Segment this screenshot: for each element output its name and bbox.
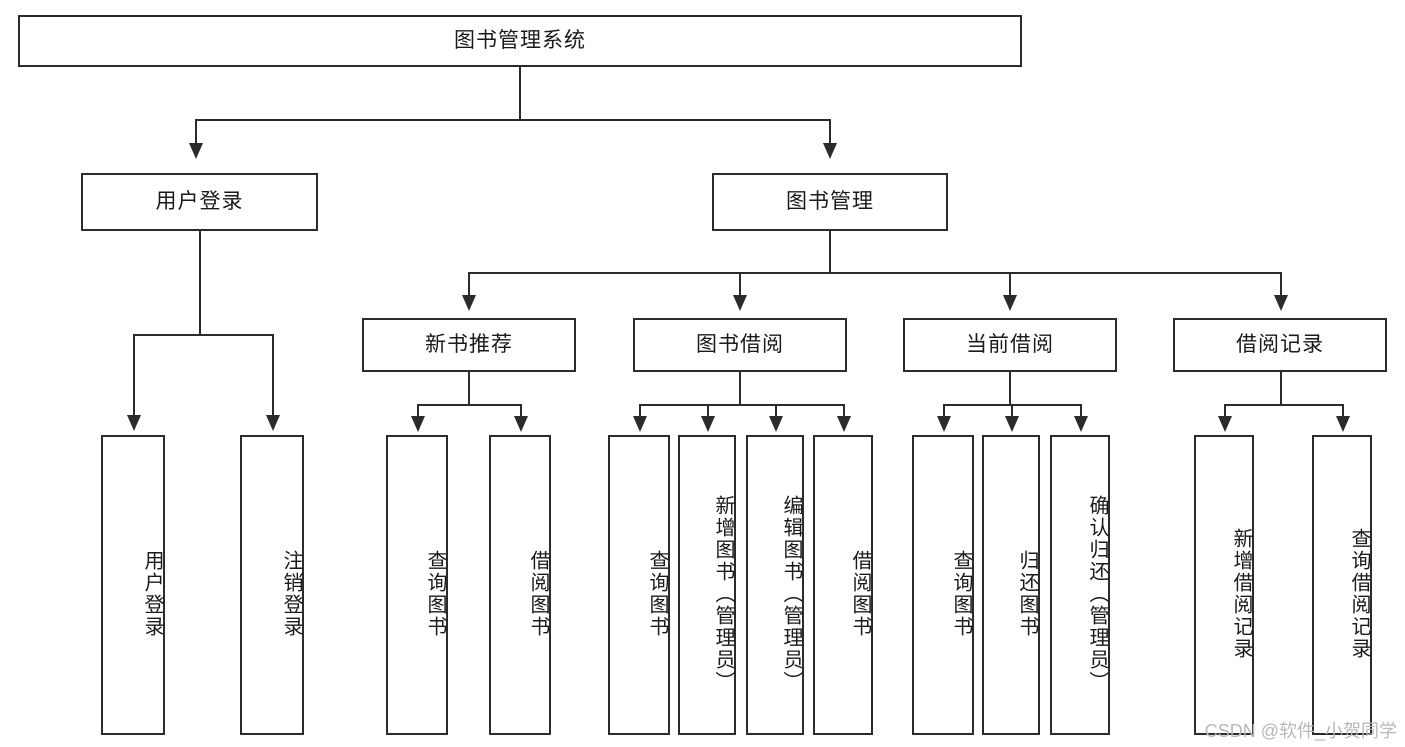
edge-bookborrow-drop-1 bbox=[639, 404, 641, 418]
arrow-userlogin-to-leaf-logout bbox=[266, 415, 280, 431]
leaf-query-book-2[interactable]: 查询图书 bbox=[608, 435, 670, 735]
leaf-borrow-book-2[interactable]: 借阅图书 bbox=[813, 435, 873, 735]
leaf-add-book-label: 新增图书（管理员） bbox=[712, 495, 734, 693]
arrow-newbook-to-borrow-book bbox=[514, 416, 528, 432]
node-current-borrow[interactable]: 当前借阅 bbox=[903, 318, 1117, 372]
leaf-add-record-label: 新增借阅记录 bbox=[1230, 528, 1252, 660]
edge-currentborrow-stem bbox=[1009, 372, 1011, 405]
leaf-return-book-label: 归还图书 bbox=[1016, 550, 1038, 638]
arrow-bookmgmt-to-bookborrow bbox=[733, 295, 747, 311]
edge-borrowrecord-bus bbox=[1224, 404, 1342, 406]
edge-borrowrecord-drop-2 bbox=[1342, 404, 1344, 418]
leaf-borrow-book-1-label: 借阅图书 bbox=[527, 550, 549, 638]
node-root[interactable]: 图书管理系统 bbox=[18, 15, 1022, 67]
leaf-query-record[interactable]: 查询借阅记录 bbox=[1312, 435, 1372, 735]
arrow-root-to-userlogin bbox=[189, 143, 203, 159]
leaf-borrow-book-1[interactable]: 借阅图书 bbox=[489, 435, 551, 735]
arrow-bookborrow-to-borrow-book bbox=[837, 416, 851, 432]
arrow-bookmgmt-to-newbook bbox=[462, 295, 476, 311]
edge-bookborrow-drop-3 bbox=[775, 404, 777, 418]
edge-bookmgmt-drop-1 bbox=[468, 272, 470, 297]
arrow-bookborrow-to-edit-book bbox=[769, 416, 783, 432]
edge-bookborrow-bus bbox=[639, 404, 843, 406]
edge-userlogin-bus bbox=[133, 334, 272, 336]
edge-borrowrecord-stem bbox=[1280, 372, 1282, 405]
edge-bookmgmt-drop-3 bbox=[1009, 272, 1011, 297]
arrow-borrowrecord-to-query-record bbox=[1336, 416, 1350, 432]
edge-root-to-bookmgmt bbox=[829, 119, 831, 145]
node-current-borrow-label: 当前借阅 bbox=[966, 332, 1054, 356]
edge-userlogin-stem bbox=[199, 231, 201, 335]
arrow-currentborrow-to-return-book bbox=[1005, 416, 1019, 432]
edge-bookmgmt-stem bbox=[829, 231, 831, 273]
node-book-management-label: 图书管理 bbox=[786, 189, 874, 213]
arrow-newbook-to-query-book bbox=[411, 416, 425, 432]
node-borrow-record-label: 借阅记录 bbox=[1236, 332, 1324, 356]
edge-userlogin-drop-2 bbox=[272, 334, 274, 417]
leaf-confirm-return-label: 确认归还（管理员） bbox=[1086, 495, 1108, 693]
edge-root-bus bbox=[195, 119, 831, 121]
leaf-add-record[interactable]: 新增借阅记录 bbox=[1194, 435, 1254, 735]
leaf-logout[interactable]: 注销登录 bbox=[240, 435, 304, 735]
edge-bookborrow-drop-4 bbox=[843, 404, 845, 418]
edge-currentborrow-drop-3 bbox=[1080, 404, 1082, 418]
leaf-borrow-book-2-label: 借阅图书 bbox=[849, 550, 871, 638]
edge-newbook-drop-2 bbox=[520, 404, 522, 418]
arrow-currentborrow-to-confirm-return bbox=[1074, 416, 1088, 432]
edge-newbook-bus bbox=[417, 404, 520, 406]
leaf-query-book-3-label: 查询图书 bbox=[950, 550, 972, 638]
arrow-bookborrow-to-query-book bbox=[633, 416, 647, 432]
arrow-bookmgmt-to-borrowrecord bbox=[1274, 295, 1288, 311]
leaf-query-book-2-label: 查询图书 bbox=[646, 550, 668, 638]
arrow-root-to-bookmgmt bbox=[823, 143, 837, 159]
leaf-add-book[interactable]: 新增图书（管理员） bbox=[678, 435, 736, 735]
arrow-bookmgmt-to-currentborrow bbox=[1003, 295, 1017, 311]
leaf-query-book-3[interactable]: 查询图书 bbox=[912, 435, 974, 735]
leaf-return-book[interactable]: 归还图书 bbox=[982, 435, 1040, 735]
arrow-bookborrow-to-add-book bbox=[701, 416, 715, 432]
leaf-user-login[interactable]: 用户登录 bbox=[101, 435, 165, 735]
node-new-book-recommend[interactable]: 新书推荐 bbox=[362, 318, 576, 372]
leaf-user-login-label: 用户登录 bbox=[141, 550, 163, 638]
edge-borrowrecord-drop-1 bbox=[1224, 404, 1226, 418]
leaf-query-record-label: 查询借阅记录 bbox=[1348, 528, 1370, 660]
edge-root-to-userlogin bbox=[195, 119, 197, 145]
node-root-label: 图书管理系统 bbox=[454, 28, 586, 52]
edge-bookborrow-stem bbox=[739, 372, 741, 405]
edge-bookborrow-drop-2 bbox=[707, 404, 709, 418]
edge-bookmgmt-bus bbox=[468, 272, 1280, 274]
edge-root-stem bbox=[519, 67, 521, 120]
node-book-management[interactable]: 图书管理 bbox=[712, 173, 948, 231]
node-borrow-record[interactable]: 借阅记录 bbox=[1173, 318, 1387, 372]
node-new-book-recommend-label: 新书推荐 bbox=[425, 332, 513, 356]
edge-bookmgmt-drop-4 bbox=[1280, 272, 1282, 297]
arrow-userlogin-to-leaf-user-login bbox=[127, 415, 141, 431]
leaf-query-book-1[interactable]: 查询图书 bbox=[386, 435, 448, 735]
arrow-currentborrow-to-query-book bbox=[937, 416, 951, 432]
edge-newbook-stem bbox=[468, 372, 470, 405]
leaf-edit-book[interactable]: 编辑图书（管理员） bbox=[746, 435, 804, 735]
edge-currentborrow-drop-1 bbox=[943, 404, 945, 418]
leaf-edit-book-label: 编辑图书（管理员） bbox=[780, 495, 802, 693]
edge-userlogin-drop-1 bbox=[133, 334, 135, 417]
node-user-login-label: 用户登录 bbox=[155, 189, 244, 213]
arrow-borrowrecord-to-add-record bbox=[1218, 416, 1232, 432]
edge-currentborrow-drop-2 bbox=[1011, 404, 1013, 418]
leaf-query-book-1-label: 查询图书 bbox=[424, 550, 446, 638]
leaf-confirm-return[interactable]: 确认归还（管理员） bbox=[1050, 435, 1110, 735]
leaf-logout-label: 注销登录 bbox=[280, 550, 302, 638]
edge-bookmgmt-drop-2 bbox=[739, 272, 741, 297]
node-book-borrow[interactable]: 图书借阅 bbox=[633, 318, 847, 372]
edge-newbook-drop-1 bbox=[417, 404, 419, 418]
node-book-borrow-label: 图书借阅 bbox=[696, 332, 784, 356]
node-user-login[interactable]: 用户登录 bbox=[81, 173, 318, 231]
